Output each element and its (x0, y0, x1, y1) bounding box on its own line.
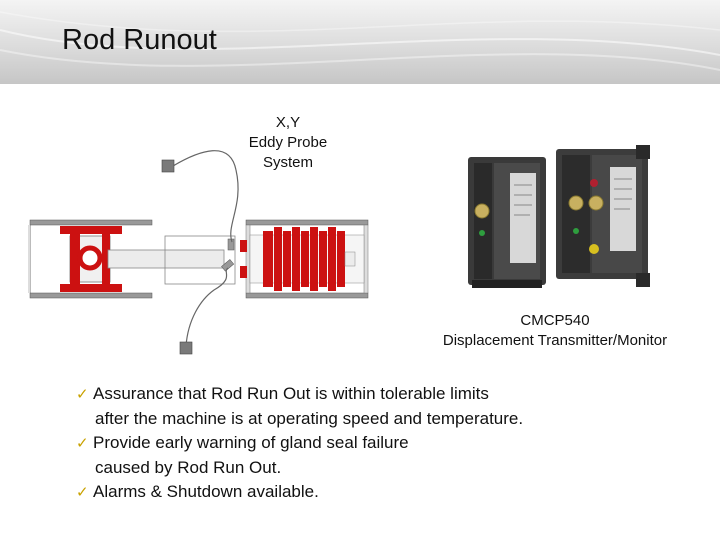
probe-system-label: X,Y Eddy Probe System (248, 114, 328, 171)
check-mark-icon: ✓ (76, 386, 89, 403)
benefits-list: ✓ Assurance that Rod Run Out is within t… (76, 382, 523, 505)
page-title: Rod Runout (62, 24, 217, 56)
cylinder-gap (40, 220, 50, 298)
probe-horizontal (221, 259, 235, 272)
title-banner: Rod Runout (0, 0, 720, 84)
list-item: ✓ Alarms & Shutdown available. (76, 480, 523, 505)
cylinder-bottom-wall-left (29, 292, 153, 299)
list-item: ✓ Provide early warning of gland seal fa… (76, 433, 409, 477)
device-caption: CMCP540 Displacement Transmitter/Monitor (442, 312, 668, 349)
transmitter-module-left (468, 157, 546, 288)
cmcp540-device-photo (468, 145, 650, 288)
piston-rod (107, 249, 225, 269)
list-item: ✓ Assurance that Rod Run Out is within t… (76, 384, 524, 428)
piston-ring-top (60, 226, 122, 234)
piston-ring-bottom (60, 284, 122, 292)
probe-connector-y (179, 341, 193, 355)
rod-runout-diagram (28, 150, 369, 355)
probe-cable-y (185, 267, 229, 347)
check-mark-icon: ✓ (76, 435, 89, 452)
probe-connector-x (161, 159, 175, 173)
check-mark-icon: ✓ (76, 484, 89, 501)
probe-cable-x (172, 150, 239, 243)
piston-pin (77, 245, 103, 271)
packing-rings (263, 227, 345, 291)
banner-swoosh-decoration (0, 11, 720, 71)
cylinder-top-wall-left (29, 219, 153, 226)
transmitter-module-right (556, 145, 650, 287)
